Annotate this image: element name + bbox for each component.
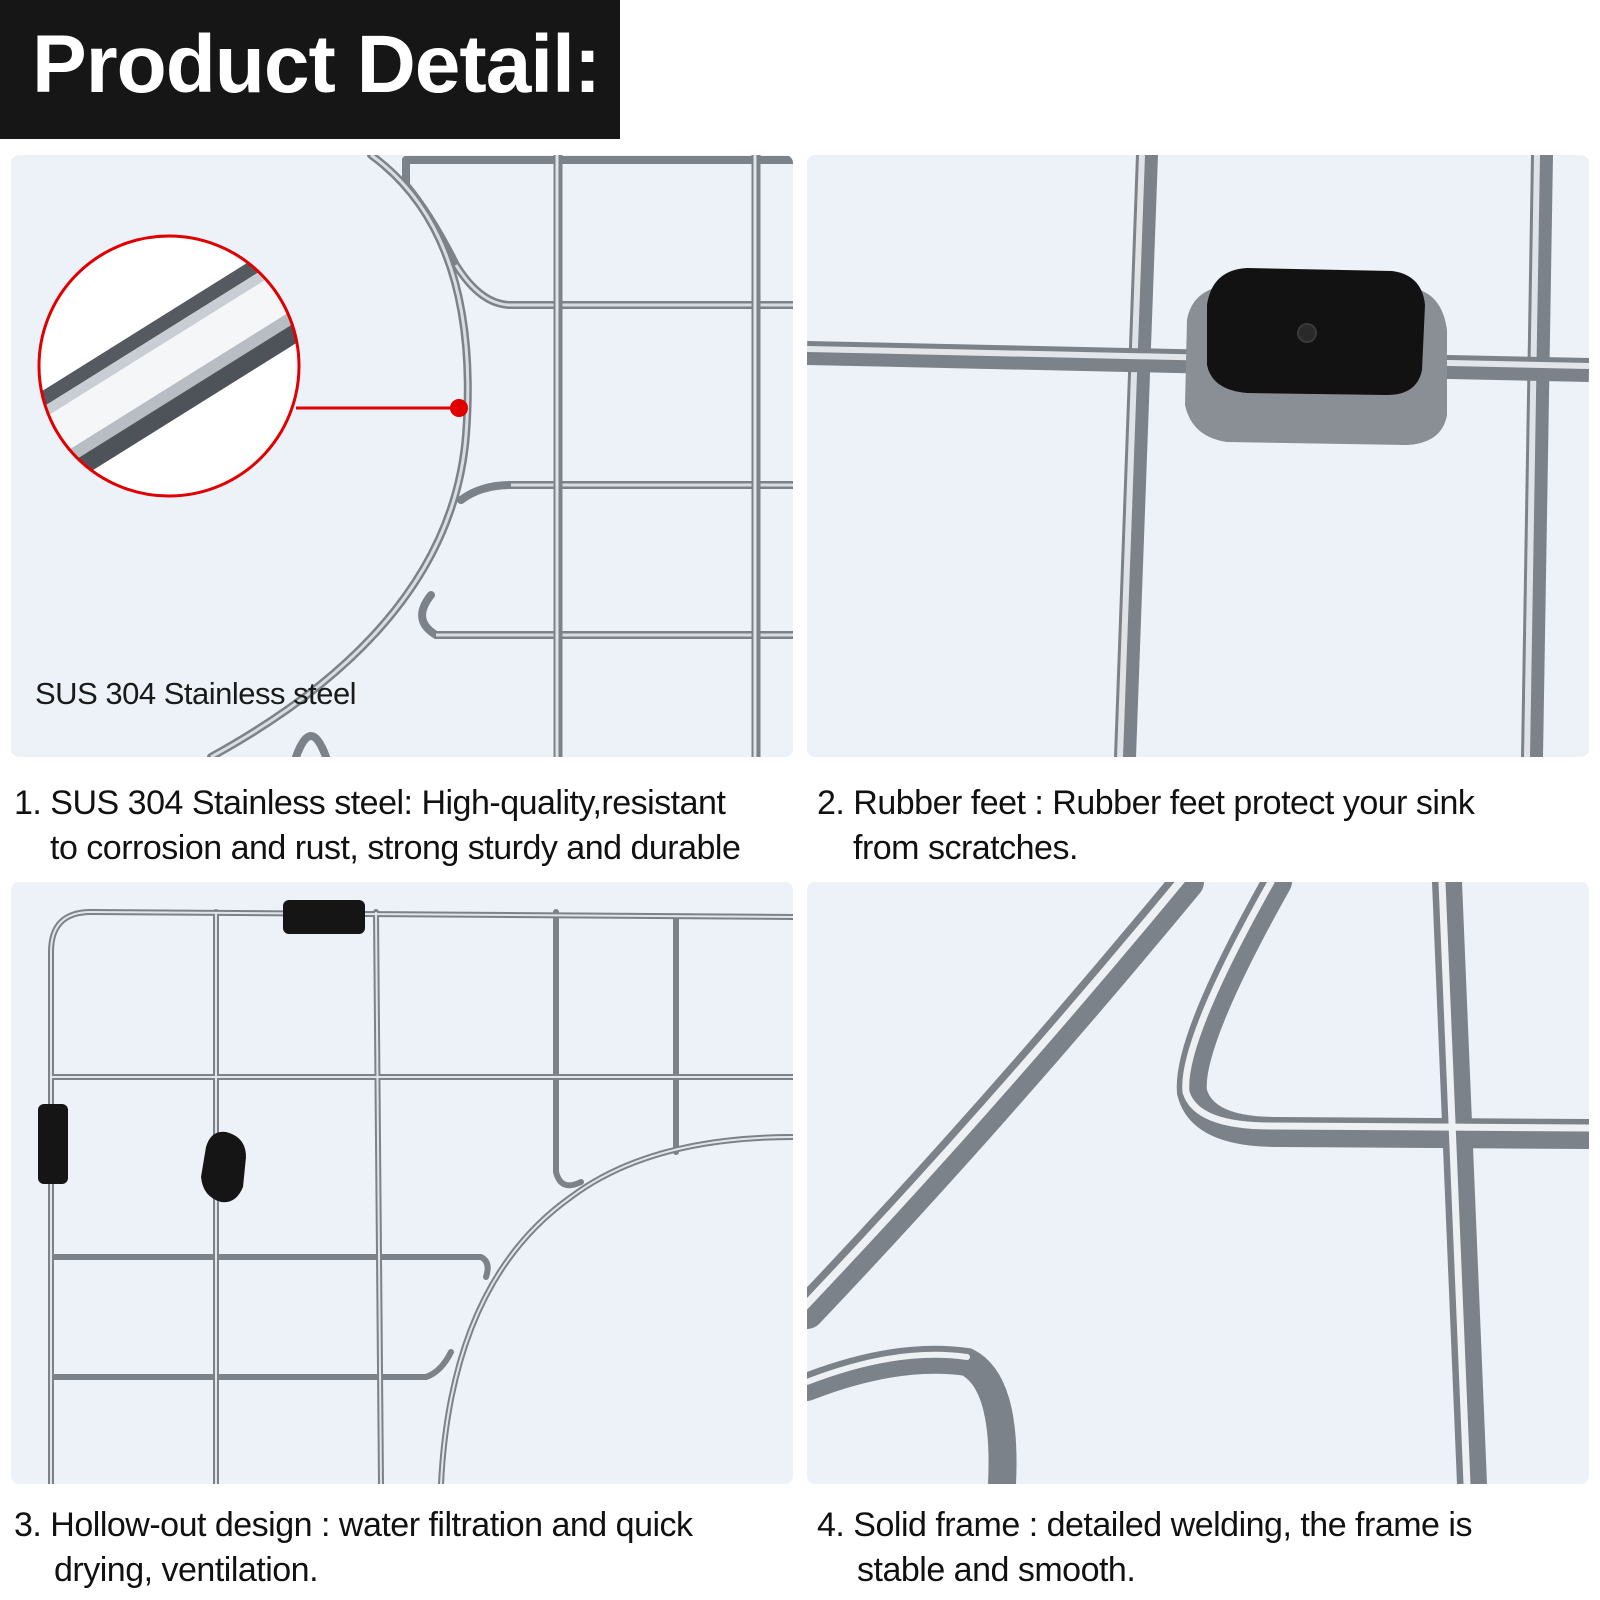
steel-grid-illustration — [37, 155, 793, 757]
caption-4-line-2: stable and smooth. — [857, 1551, 1136, 1589]
frame-weld-illustration — [807, 882, 1589, 1484]
rubber-foot-mid — [201, 1131, 246, 1203]
rubber-foot-illustration — [807, 155, 1589, 757]
caption-1: 1. SUS 304 Stainless steel: High-quality… — [14, 781, 741, 871]
title-banner: Product Detail: — [0, 0, 620, 139]
steel-detail-image: SUS 304 Stainless steel — [11, 155, 793, 757]
solid-frame-image — [807, 882, 1589, 1484]
caption-2: 2. Rubber feet : Rubber feet protect you… — [817, 781, 1475, 871]
caption-3: 3. Hollow-out design : water filtration … — [14, 1503, 693, 1593]
page-title: Product Detail: — [32, 19, 601, 110]
caption-1-line-2: to corrosion and rust, strong sturdy and… — [50, 829, 741, 867]
caption-4: 4. Solid frame : detailed welding, the f… — [817, 1503, 1472, 1593]
rubber-feet-image — [807, 155, 1589, 757]
zoom-magnifier — [39, 236, 299, 496]
caption-1-line-1: 1. SUS 304 Stainless steel: High-quality… — [14, 784, 726, 822]
caption-3-line-1: 3. Hollow-out design : water filtration … — [14, 1506, 693, 1544]
material-callout-label: SUS 304 Stainless steel — [35, 676, 357, 711]
callout-dot — [450, 399, 468, 417]
rubber-foot-top — [283, 900, 365, 934]
caption-4-line-1: 4. Solid frame : detailed welding, the f… — [817, 1506, 1472, 1544]
hollow-out-design-image — [11, 882, 793, 1484]
caption-3-line-2: drying, ventilation. — [54, 1551, 319, 1589]
rubber-foot-left — [38, 1104, 68, 1184]
caption-2-line-2: from scratches. — [853, 829, 1078, 867]
grid-overview-illustration — [38, 900, 793, 1484]
caption-2-line-1: 2. Rubber feet : Rubber feet protect you… — [817, 784, 1475, 822]
rubber-foot — [1185, 268, 1447, 445]
